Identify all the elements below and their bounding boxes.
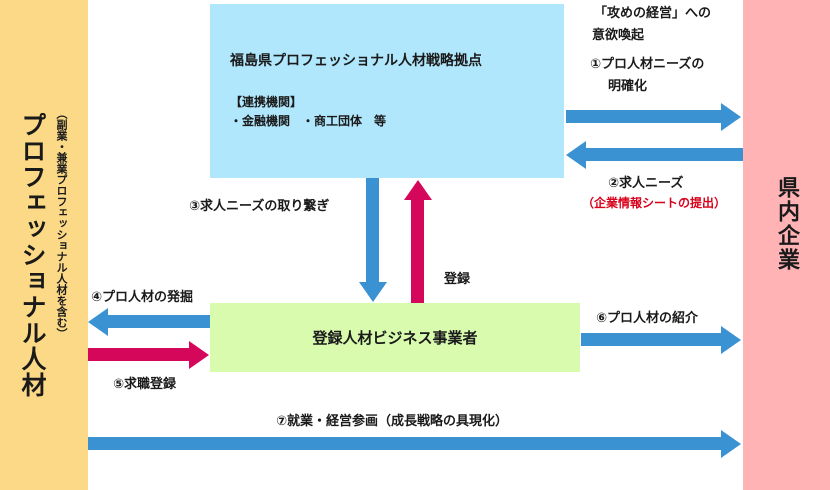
registered-talent-business-title: 登録人材ビジネス事業者 bbox=[312, 329, 478, 347]
partner-organizations-heading: 【連携機関】 bbox=[230, 95, 303, 109]
step2-arrow-head bbox=[566, 141, 586, 169]
step6-label: ⑥プロ人材の紹介 bbox=[596, 311, 699, 326]
register-arrow-head bbox=[404, 180, 432, 200]
partner-organizations-list: ・金融機関 ・商工団体 等 bbox=[230, 114, 387, 128]
motivation-label-line1: 「攻めの経営」への bbox=[594, 6, 712, 21]
strategy-hub-title: 福島県プロフェッショナル人材戦略拠点 bbox=[230, 53, 482, 69]
local-companies-column bbox=[743, 0, 830, 490]
step6-arrow-shaft bbox=[581, 333, 722, 346]
step1-arrow-shaft bbox=[566, 110, 722, 123]
step2-note: （企業情報シートの提出） bbox=[582, 196, 727, 210]
step3-arrow-head bbox=[359, 282, 387, 302]
local-companies-title: 県内企業 bbox=[774, 176, 799, 272]
strategy-hub-box bbox=[210, 4, 564, 178]
step1-label-line2: 明確化 bbox=[608, 79, 648, 94]
step7-label: ⑦就業・経営参画（成長戦略の具現化） bbox=[276, 414, 509, 429]
step1-arrow-head bbox=[721, 103, 741, 131]
step5-arrow-head bbox=[189, 341, 209, 369]
professional-talent-subtitle: （副業・兼業プロフェッショナル人材を含む） bbox=[55, 108, 68, 339]
step4-arrow-head bbox=[88, 308, 108, 336]
step7-arrow-head bbox=[721, 430, 741, 458]
step7-arrow-shaft bbox=[88, 437, 722, 450]
register-label: 登録 bbox=[444, 272, 471, 287]
step5-arrow-shaft bbox=[88, 348, 190, 361]
step2-label: ②求人ニーズ bbox=[608, 176, 684, 191]
step3-label: ③求人ニーズの取り繋ぎ bbox=[189, 199, 330, 214]
step2-arrow-shaft bbox=[586, 148, 743, 161]
step3-arrow-shaft bbox=[366, 178, 379, 283]
step6-arrow-head bbox=[721, 326, 741, 354]
professional-talent-column bbox=[0, 0, 88, 490]
step4-arrow-shaft bbox=[108, 315, 210, 328]
motivation-label-line2: 意欲喚起 bbox=[592, 28, 645, 43]
register-arrow-shaft bbox=[411, 200, 424, 303]
professional-talent-title: プロフェッショナル人材 bbox=[18, 112, 47, 398]
step5-label: ⑤求職登録 bbox=[113, 377, 177, 392]
step4-label: ④プロ人材の発掘 bbox=[91, 290, 194, 305]
registered-talent-business-box bbox=[210, 303, 580, 372]
step1-label-line1: ①プロ人材ニーズの bbox=[590, 57, 705, 72]
